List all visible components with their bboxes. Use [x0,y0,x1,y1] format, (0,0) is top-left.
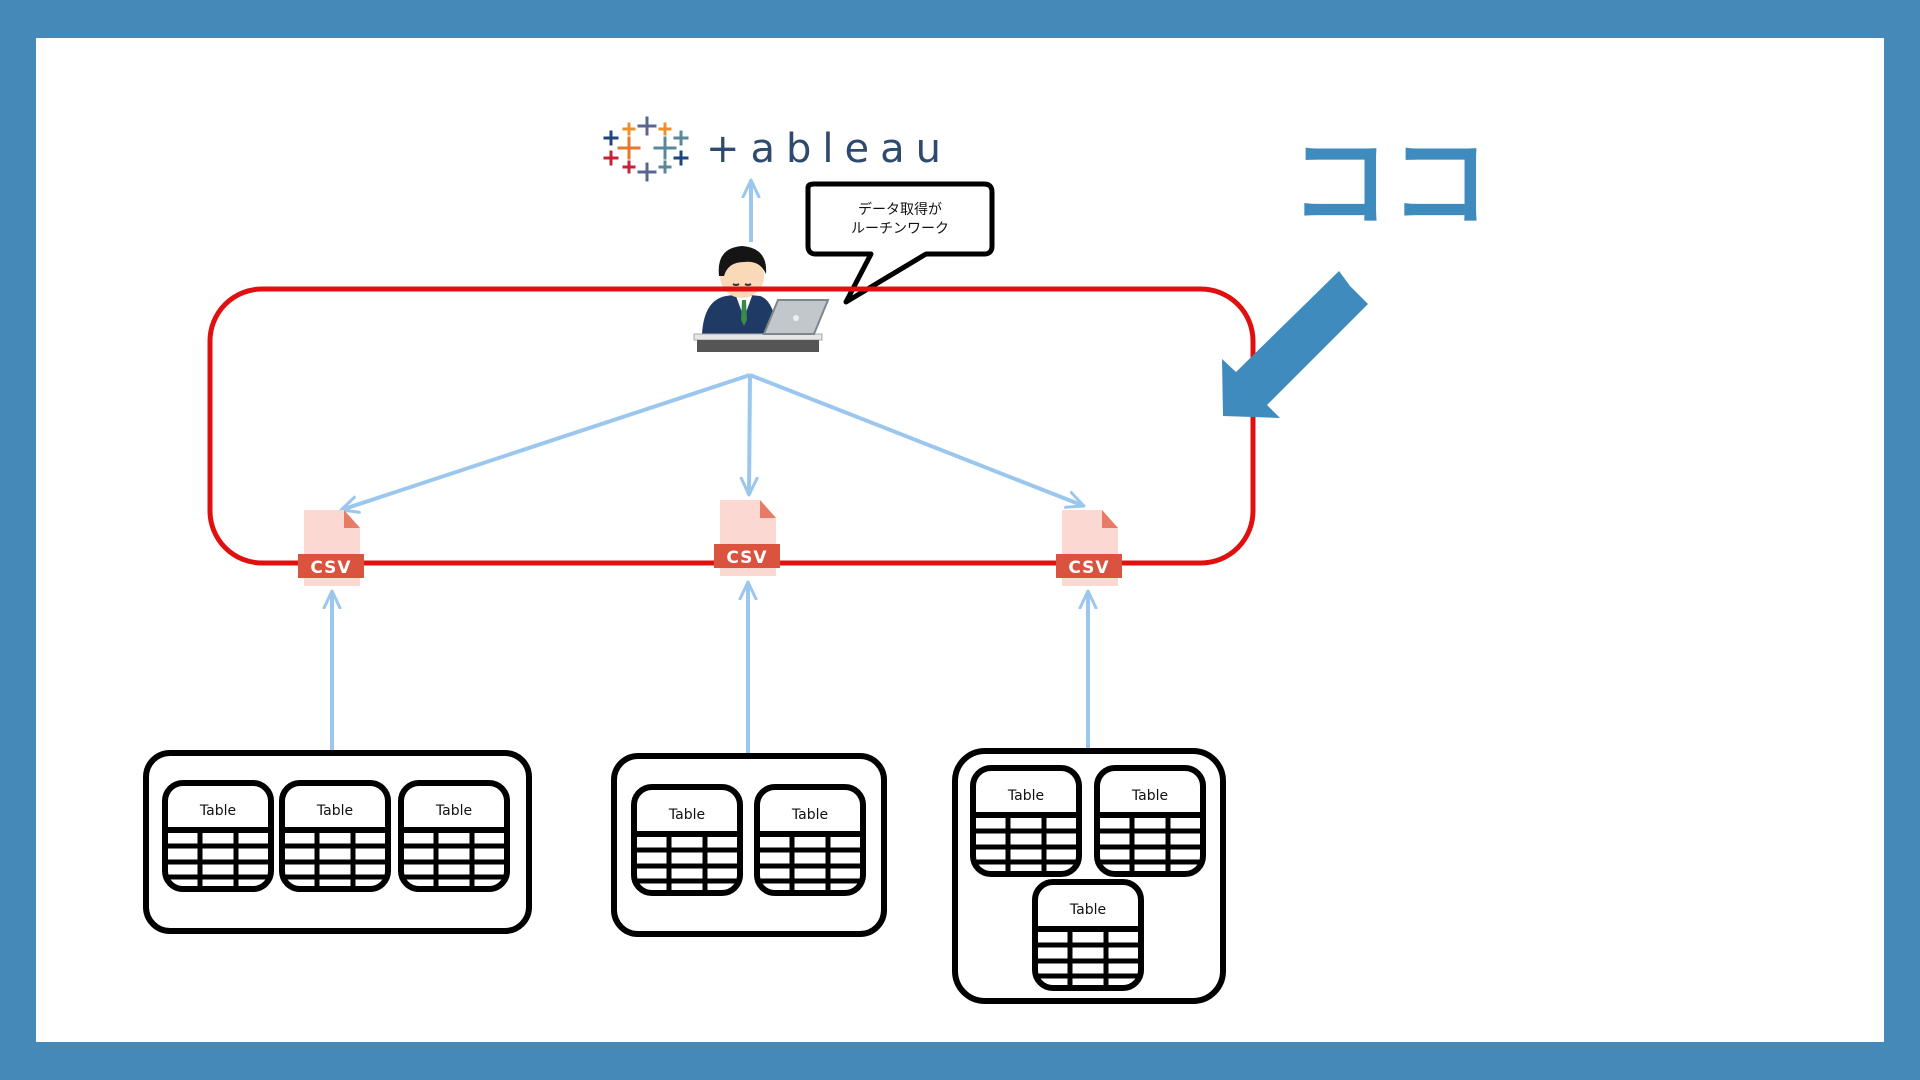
table-icon: Table [401,783,507,889]
table-label: Table [1069,902,1106,918]
tableau-logo: +ableau [603,116,952,182]
data-flow-diagram: +ableau データ取得が ルーチンワーク CSV CSV CSV [143,116,1490,1004]
database-group-2: Table Table [611,753,887,937]
database-group-1: Table Table Table [143,750,532,934]
table-icon: Table [1035,882,1141,988]
table-label: Table [316,803,353,819]
arrow-to-csv-3 [749,373,1084,506]
table-icon: Table [165,783,271,889]
speech-bubble-line-2: ルーチンワーク [851,221,949,237]
arrow-to-csv-1 [341,373,751,510]
table-icon: Table [757,787,863,893]
tableau-cross-icon [603,116,689,182]
koko-callout-label: ココ [1290,125,1490,242]
office-worker-illustration [693,246,830,352]
table-label: Table [199,803,236,819]
arrow-to-csv-2 [749,374,750,495]
callout-arrow-icon [1222,271,1368,418]
table-label: Table [791,807,828,823]
database-group-3: Table Table Table [952,748,1226,1004]
tableau-wordmark: +ableau [706,126,952,172]
table-label: Table [1131,788,1168,804]
csv-label: CSV [310,558,351,578]
csv-file-icon: CSV [298,510,364,586]
table-icon: Table [282,783,388,889]
table-icon: Table [1097,768,1203,874]
csv-label: CSV [1068,558,1109,578]
table-label: Table [668,807,705,823]
speech-bubble: データ取得が ルーチンワーク [805,181,995,305]
slide: +ableau データ取得が ルーチンワーク CSV CSV CSV [36,38,1884,1042]
table-icon: Table [973,768,1079,874]
csv-label: CSV [726,548,767,568]
speech-bubble-line-1: データ取得が [858,201,942,218]
table-icon: Table [634,787,740,893]
table-label: Table [435,803,472,819]
csv-file-icon: CSV [1056,510,1122,586]
table-label: Table [1007,788,1044,804]
csv-file-icon: CSV [714,500,780,576]
